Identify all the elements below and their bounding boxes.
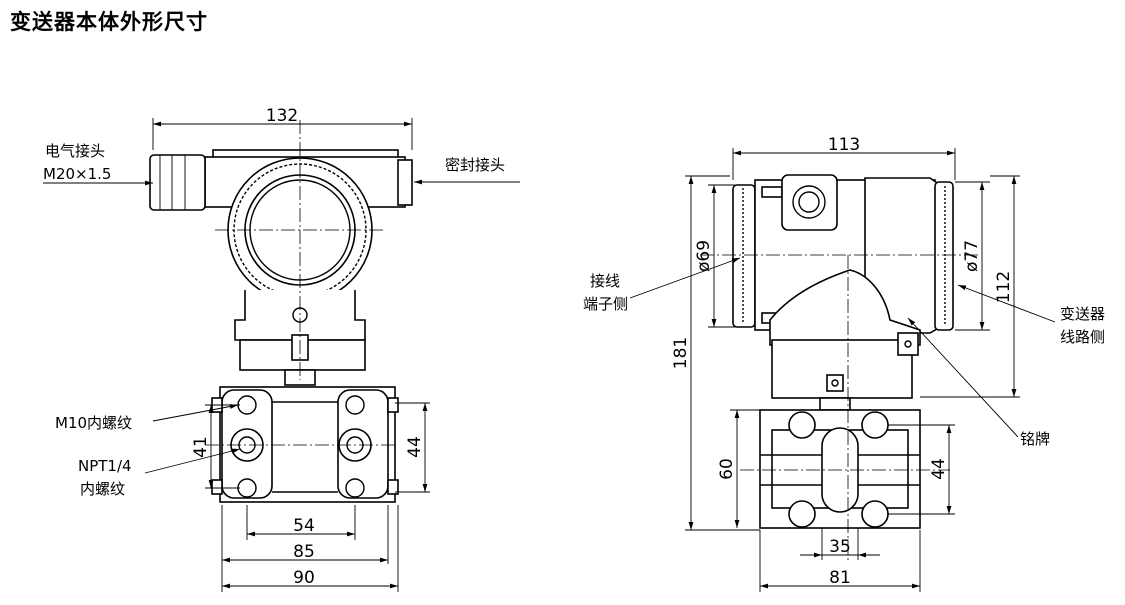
dim-60: 60: [717, 458, 737, 480]
side-view: 113 ø69 ø77 112 181 60 44: [583, 135, 1105, 592]
label-terminal-side: 接线: [590, 272, 620, 290]
dim-90: 90: [293, 568, 315, 588]
circuit-cap: [934, 181, 954, 331]
label-electrical-joint: 电气接头: [45, 142, 105, 160]
label-npt-thread: 内螺纹: [80, 480, 125, 498]
dim-181: 181: [671, 337, 691, 369]
dim-81: 81: [829, 568, 851, 588]
dim-112: 112: [994, 271, 1014, 303]
label-terminal-side-2: 端子侧: [583, 295, 628, 313]
label-electrical-thread: M20×1.5: [43, 165, 111, 183]
seal-plug: [397, 159, 413, 206]
label-m10-thread: M10内螺纹: [55, 414, 132, 432]
terminal-cap: [732, 184, 756, 328]
dim-phi69: ø69: [694, 240, 714, 272]
dim-44-side: 44: [929, 458, 949, 480]
label-circuit-side: 变送器: [1060, 305, 1105, 323]
dim-85: 85: [293, 542, 315, 562]
dim-54: 54: [293, 516, 315, 536]
dim-113: 113: [828, 135, 860, 155]
label-seal-joint: 密封接头: [445, 156, 505, 174]
cable-gland: [149, 154, 206, 211]
label-nameplate: 铭牌: [1020, 430, 1050, 448]
dim-35: 35: [829, 537, 851, 557]
dim-132: 132: [266, 106, 298, 126]
label-circuit-side-2: 线路侧: [1060, 328, 1105, 346]
dim-phi77: ø77: [962, 240, 982, 272]
page-title: 变送器本体外形尺寸: [10, 10, 208, 34]
dim-41: 41: [191, 436, 211, 458]
dim-44: 44: [405, 436, 425, 458]
front-view: 132 54 85 90 41 44 电气接头 M20×1.5 密封接头 M10…: [43, 106, 520, 592]
label-npt: NPT1/4: [78, 457, 132, 475]
